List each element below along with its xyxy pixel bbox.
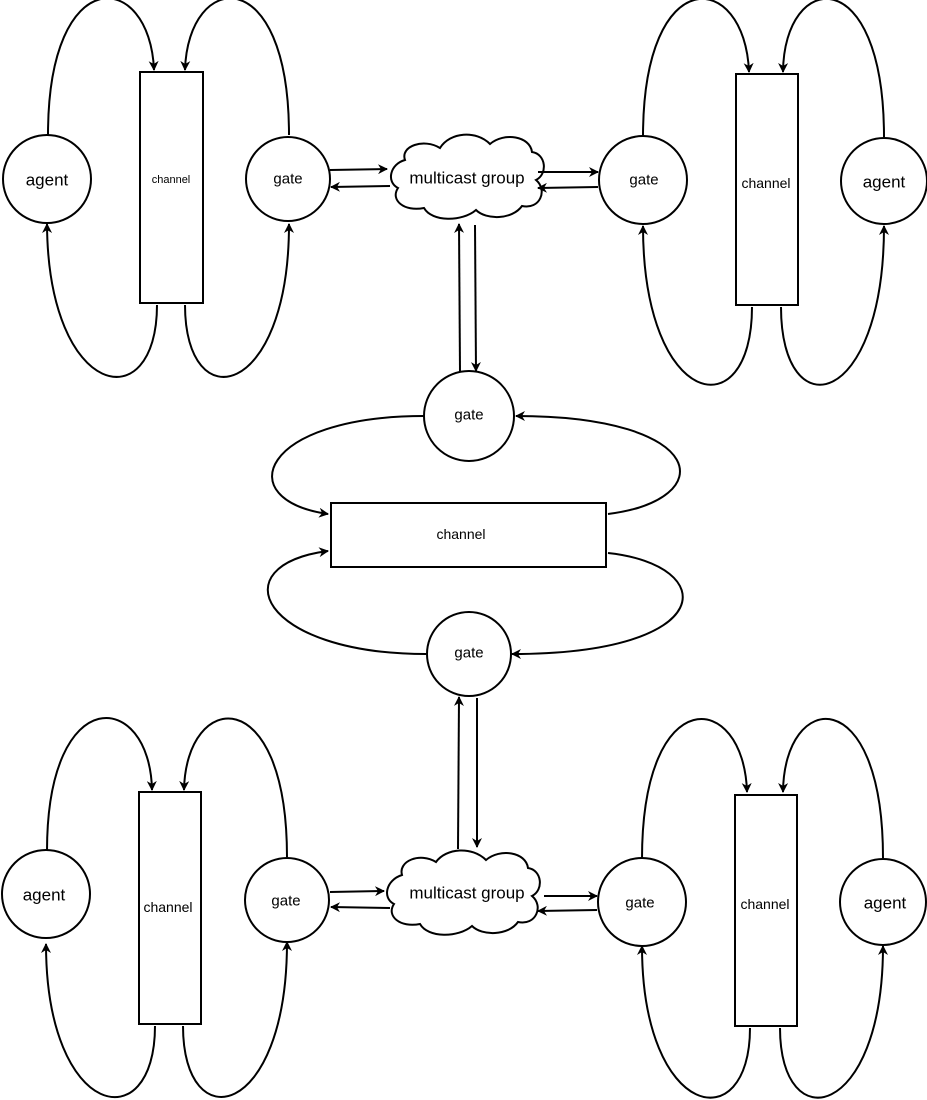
edge-agent-to-channel <box>778 717 884 859</box>
cloud-shape <box>386 849 541 936</box>
edge-gate-to-multicast <box>537 905 598 916</box>
multicast-group-bottom[interactable]: multicast group <box>386 849 541 936</box>
cluster-bottom-left: agent channel gate <box>1 716 330 1099</box>
agent-node[interactable]: agent <box>839 858 927 946</box>
edge-channel-to-gate <box>182 941 292 1098</box>
agent-node[interactable]: agent <box>2 134 92 224</box>
edge-channel-to-agent <box>41 943 156 1099</box>
gate-node[interactable]: gate <box>597 857 687 947</box>
channel-node[interactable]: channel <box>138 791 202 1025</box>
channel-node[interactable]: channel <box>330 502 607 568</box>
edge-channel-to-gate <box>638 225 753 386</box>
channel-label: channel <box>436 526 485 542</box>
agent-node[interactable]: agent <box>1 849 91 939</box>
edge-gate-to-multicast <box>454 223 465 373</box>
edge-multicast-to-gate <box>453 696 464 850</box>
gate-node[interactable]: gate <box>423 370 515 462</box>
channel-label: channel <box>143 899 192 915</box>
edge-channel-to-gate <box>184 223 294 378</box>
agent-label: agent <box>23 886 66 905</box>
edge-channel-to-gate <box>515 411 681 515</box>
cluster-top-left: agent channel gate <box>2 0 331 378</box>
channel-node[interactable]: channel <box>734 794 798 1027</box>
edge-gate-to-multicast <box>329 886 385 897</box>
channel-label: channel <box>741 175 790 191</box>
edge-gate-to-channel <box>642 0 754 138</box>
agent-label: agent <box>864 894 907 913</box>
gate-label: gate <box>271 893 300 910</box>
gate-node[interactable]: gate <box>245 136 331 222</box>
gate-label: gate <box>454 407 483 424</box>
gate-label: gate <box>454 645 483 662</box>
edge-agent-to-channel <box>46 716 157 852</box>
channel-node[interactable]: channel <box>139 71 204 304</box>
edge-agent-to-channel <box>778 0 885 138</box>
gate-node[interactable]: gate <box>598 135 688 225</box>
gate-node[interactable]: gate <box>244 857 330 943</box>
edge-channel-to-agent <box>779 945 888 1099</box>
agent-node[interactable]: agent <box>840 137 927 225</box>
edge-multicast-to-gate <box>330 902 391 913</box>
edge-channel-to-agent <box>42 223 158 378</box>
agent-label: agent <box>26 171 69 190</box>
edge-agent-to-channel <box>47 0 159 136</box>
multicast-group-top[interactable]: multicast group <box>389 133 545 220</box>
channel-label: channel <box>152 174 191 186</box>
channel-label: channel <box>740 896 789 912</box>
cluster-bottom-right: gate channel agent <box>597 717 927 1099</box>
edge-gate-to-channel <box>180 0 290 136</box>
multicast-group-label: multicast group <box>409 884 524 903</box>
cloud-shape <box>389 133 545 220</box>
edge-gate-to-multicast <box>537 182 599 193</box>
cluster-top-right: gate channel agent <box>598 0 927 386</box>
edge-channel-to-gate <box>511 552 684 659</box>
edge-channel-to-agent <box>780 225 889 386</box>
edge-multicast-to-gate <box>330 181 391 192</box>
gate-node[interactable]: gate <box>426 611 512 697</box>
gate-label: gate <box>273 171 302 188</box>
edge-channel-to-gate <box>637 945 751 1099</box>
edge-gate-to-channel <box>271 415 425 518</box>
edge-gate-to-channel <box>641 718 752 860</box>
channel-node[interactable]: channel <box>735 73 799 306</box>
edge-gate-to-channel <box>179 717 288 858</box>
multicast-group-label: multicast group <box>409 169 524 188</box>
gate-label: gate <box>629 172 658 189</box>
cluster-middle: gate channel gate <box>267 370 684 697</box>
edge-gate-to-channel <box>267 547 427 655</box>
edge-multicast-to-gate <box>470 224 481 372</box>
edge-gate-to-multicast <box>329 164 388 175</box>
gate-label: gate <box>625 895 654 912</box>
agent-label: agent <box>863 173 906 192</box>
